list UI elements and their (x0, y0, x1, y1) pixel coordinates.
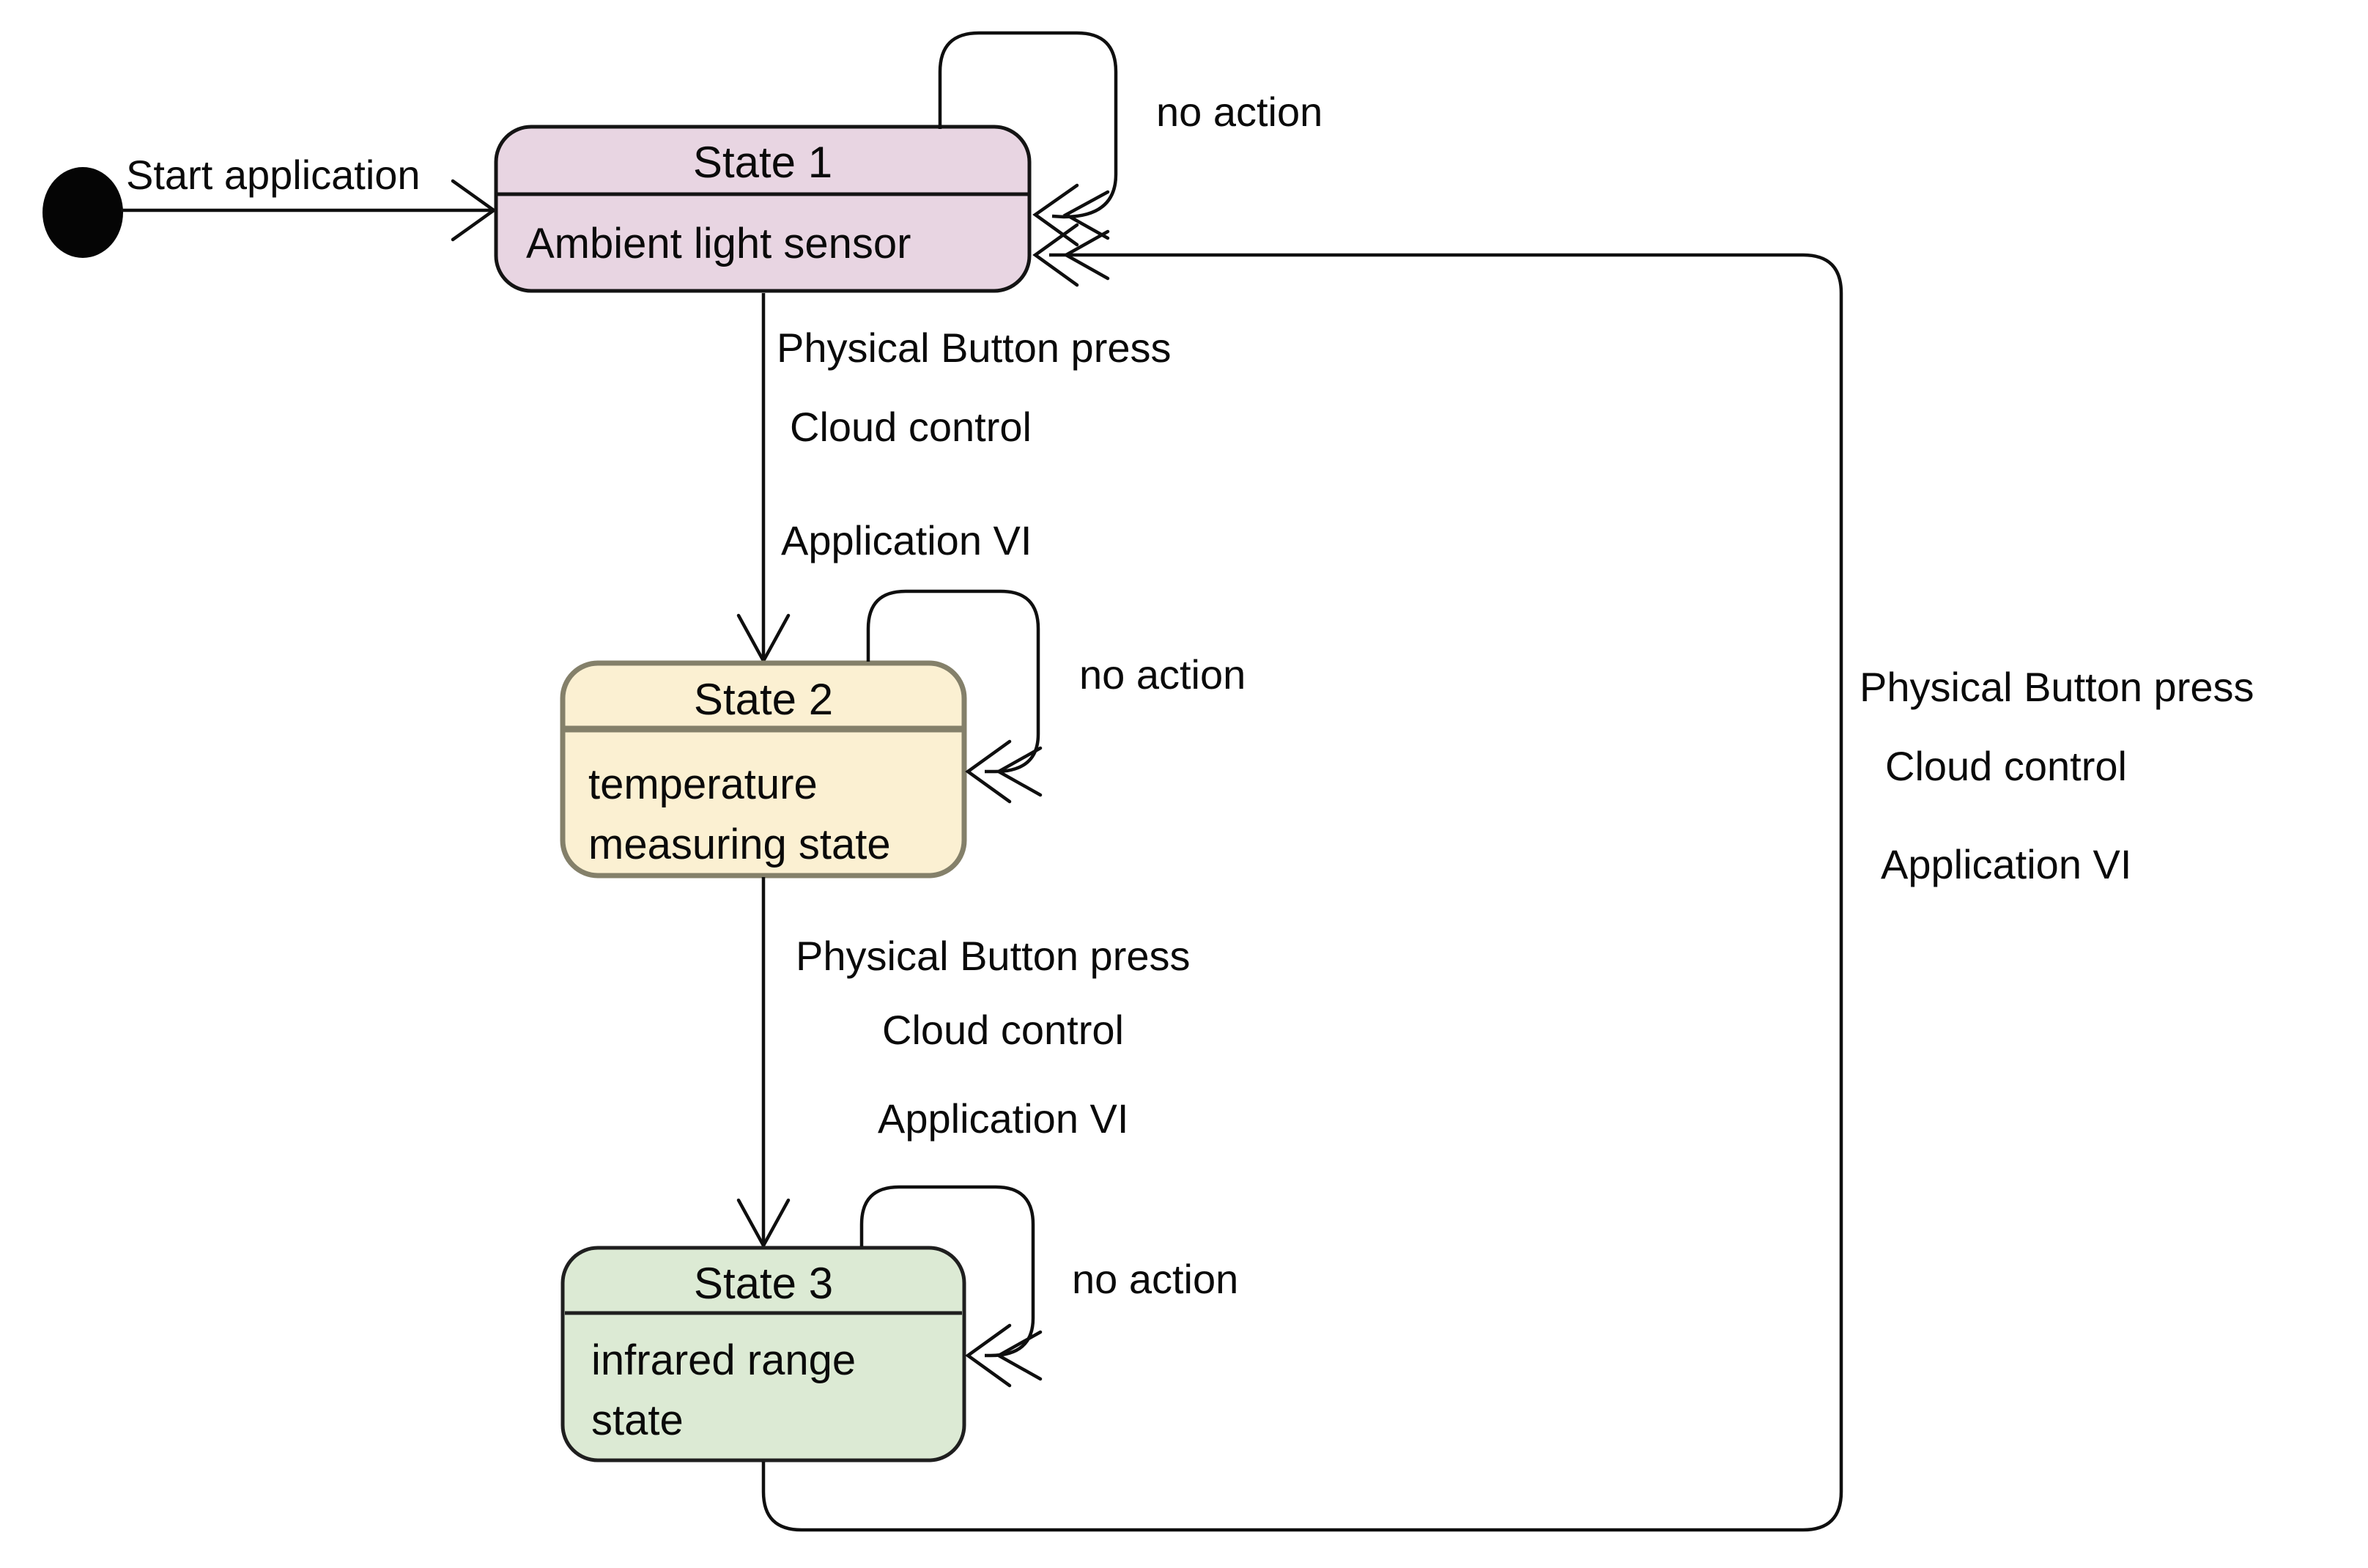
transition-1-2-label-line3: Application VI (781, 517, 1032, 563)
state-3-node: State 3 infrared range state (560, 1246, 966, 1462)
state-2-self-loop (866, 589, 1040, 774)
state-1-self-loop (938, 31, 1118, 219)
state-3-body-line1: infrared range (591, 1336, 856, 1384)
state-2-self-loop-arrowhead-icon (965, 739, 1012, 804)
transition-line-state3-state1 (761, 253, 1843, 1532)
state-3-self-loop-label: no action (1072, 1256, 1238, 1302)
state-2-self-loop-label: no action (1079, 651, 1246, 698)
state-3-box (560, 1246, 966, 1462)
transition-1-2-label-line1: Physical Button press (777, 325, 1171, 371)
state-1-title: State 1 (693, 138, 832, 187)
transition-3-1-label-line1: Physical Button press (1860, 664, 2254, 710)
state-3-self-loop (859, 1185, 1035, 1358)
transition-arrowhead-state1-icon (1032, 223, 1079, 287)
state-2-body-line2: measuring state (588, 821, 891, 868)
state-2-body-line1: temperature (588, 761, 818, 808)
transition-1-2-label-line2: Cloud control (790, 404, 1032, 450)
state-3-title: State 3 (694, 1259, 833, 1308)
initial-state-node (42, 167, 123, 258)
state-3-body-line2: state (591, 1397, 684, 1444)
transition-arrowhead-state1-echo-icon (1062, 229, 1110, 281)
state-1-body: Ambient light sensor (526, 220, 911, 267)
state-2-node: State 2 temperature measuring state (560, 660, 967, 879)
transition-2-3-label-line1: Physical Button press (796, 933, 1190, 979)
state-2-self-loop-arrowhead-echo-icon (995, 746, 1043, 797)
state-3-self-loop-arrowhead-echo-icon (995, 1330, 1043, 1381)
state-1-self-loop-arrowhead-echo-icon (1062, 190, 1110, 240)
state-1-box (494, 125, 1032, 293)
state-2-box (560, 660, 967, 879)
state-1-node: State 1 Ambient light sensor (494, 125, 1032, 293)
state-1-self-loop-label: no action (1156, 89, 1322, 135)
transition-3-1-label-line2: Cloud control (1885, 743, 2127, 789)
transition-3-1-label-line3: Application VI (1881, 841, 2131, 887)
transition-2-3-label-line3: Application VI (878, 1095, 1128, 1142)
transition-arrowhead-state3-icon (736, 1198, 791, 1249)
state-2-title: State 2 (694, 675, 833, 724)
start-arrowhead-icon (451, 179, 497, 242)
transition-2-3-label-line2: Cloud control (882, 1007, 1124, 1053)
state-3-self-loop-arrowhead-icon (965, 1323, 1012, 1388)
start-transition-label: Start application (126, 152, 421, 198)
